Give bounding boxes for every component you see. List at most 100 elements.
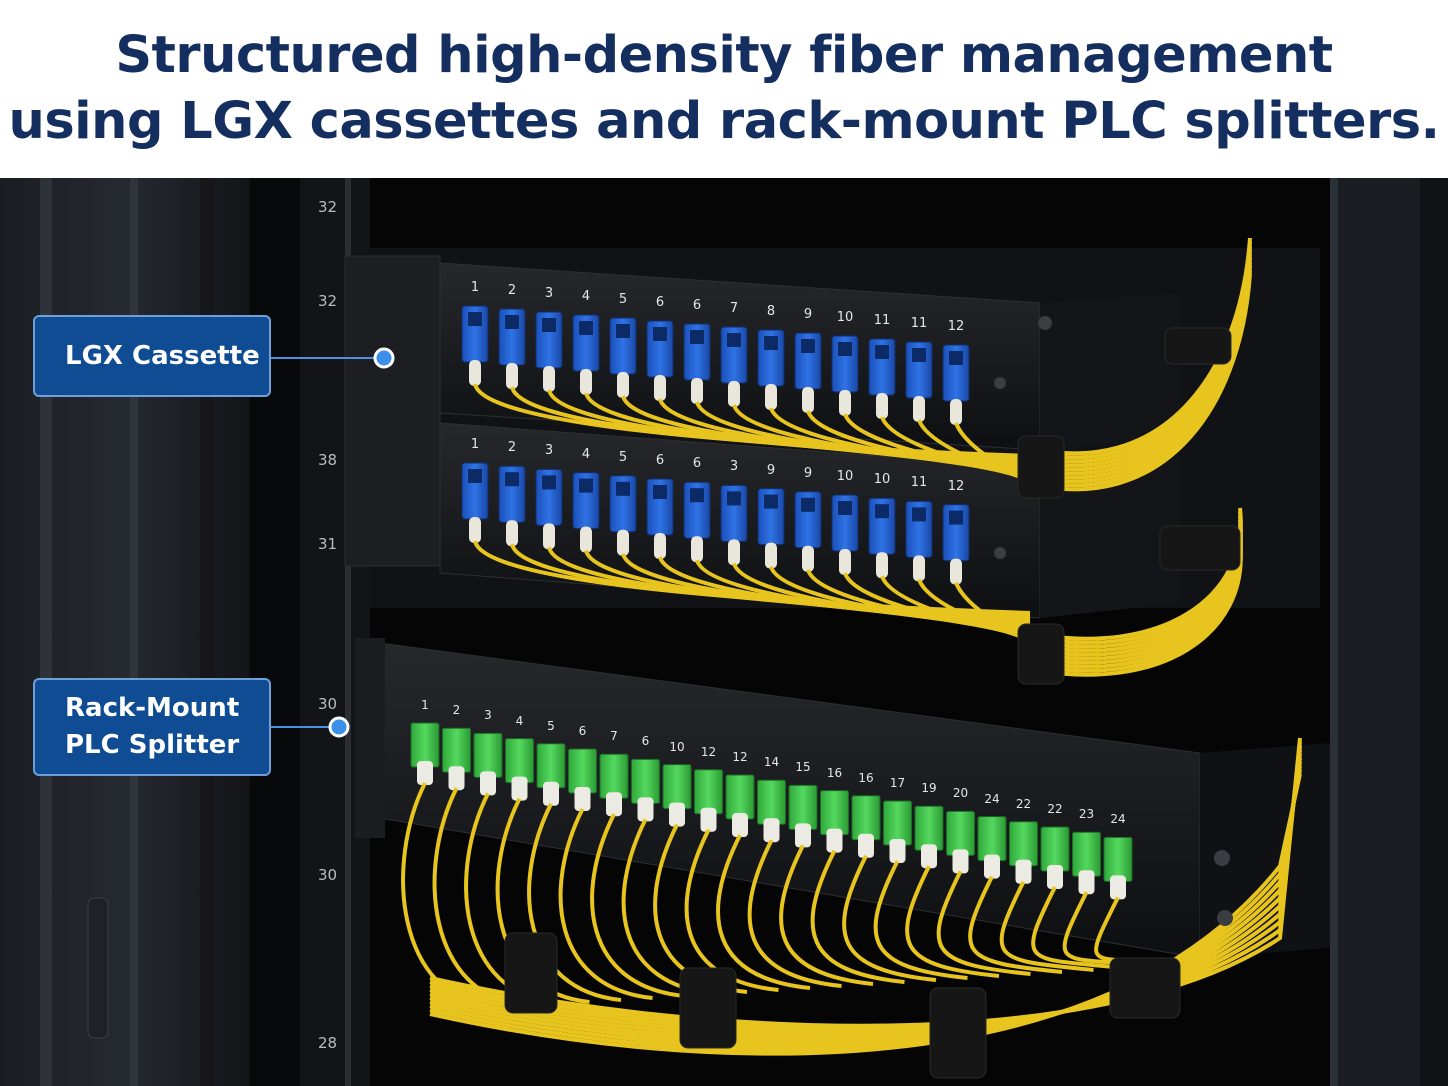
connector-boot — [606, 792, 622, 817]
panel-screw — [1214, 850, 1230, 866]
connector-boot — [469, 517, 481, 543]
connector-boot — [469, 360, 481, 386]
port-number-label: 6 — [692, 298, 702, 313]
connector-boot — [802, 545, 814, 572]
velcro-strap — [504, 932, 558, 1014]
fiber-bundle-strand — [429, 773, 1302, 1056]
door-hinge — [87, 897, 109, 1039]
connector-boot — [654, 533, 666, 559]
port-number-label: 8 — [766, 304, 776, 319]
fiber-patch-cord — [590, 813, 685, 998]
fiber-patch-cord — [917, 419, 1031, 482]
connector-boot — [795, 823, 811, 848]
sc-apc-adapter[interactable] — [820, 790, 849, 836]
sc-apc-adapter[interactable] — [473, 732, 503, 778]
fiber-bundle-strand — [1029, 273, 1252, 492]
sc-apc-adapter[interactable] — [631, 758, 660, 804]
port-number-label: 16 — [826, 765, 843, 780]
fiber-bundle-strand — [429, 753, 1302, 1040]
fiber-patch-cord — [842, 854, 937, 982]
connector-boot — [1015, 859, 1032, 884]
connector-boot — [580, 526, 592, 553]
fiber-bundle-strand — [429, 761, 1302, 1046]
lgx-top-ports — [461, 305, 1031, 484]
sc-apc-adapter[interactable] — [946, 810, 975, 856]
velcro-strap — [1017, 623, 1065, 685]
rack-unit-label: 32 — [318, 292, 338, 310]
port-number-label: 2 — [507, 283, 517, 298]
sc-apc-adapter[interactable] — [977, 816, 1007, 862]
callout-plc-splitter: Rack-Mount PLC Splitter — [33, 678, 271, 776]
sc-apc-adapter[interactable] — [1103, 836, 1133, 882]
port-number-label: 11 — [910, 316, 928, 331]
fiber-patch-cord — [999, 880, 1094, 972]
connector-boot — [543, 781, 559, 806]
fiber-bundle-strand — [429, 765, 1302, 1050]
connector-boot — [913, 555, 925, 582]
port-number-label: 12 — [732, 750, 748, 764]
title-banner: Structured high-density fiber management… — [0, 0, 1448, 178]
connector-boot — [617, 372, 629, 398]
fiber-bundle-strand — [429, 749, 1302, 1037]
panel-screw — [1217, 910, 1233, 926]
velcro-strap — [929, 987, 987, 1079]
sc-apc-adapter[interactable] — [1040, 826, 1070, 872]
port-number-label: 23 — [1078, 807, 1095, 822]
connector-boot — [448, 766, 465, 791]
sc-apc-adapter[interactable] — [914, 805, 944, 851]
port-number-label: 9 — [803, 307, 813, 322]
port-number-label: 7 — [610, 729, 618, 744]
panel-screw — [994, 377, 1006, 389]
sc-apc-adapter[interactable] — [1072, 831, 1101, 877]
sc-apc-adapter[interactable] — [505, 738, 534, 784]
sc-apc-adapter[interactable] — [1009, 821, 1038, 867]
sc-apc-adapter[interactable] — [410, 722, 440, 768]
port-number-label: 22 — [1015, 796, 1032, 811]
port-number-label: 24 — [984, 791, 1000, 806]
plc-leader-dot — [328, 716, 350, 738]
fiber-bundle-strand — [429, 741, 1302, 1031]
port-number-label: 12 — [700, 744, 717, 759]
fiber-bundle-strand — [1029, 543, 1243, 677]
port-number-label: 3 — [729, 459, 739, 475]
port-number-label: 5 — [547, 718, 555, 733]
rack-unit-label: 28 — [318, 1034, 338, 1052]
connector-boot — [580, 369, 592, 395]
sc-apc-adapter[interactable] — [568, 748, 597, 794]
sc-apc-adapter[interactable] — [788, 784, 818, 830]
sc-apc-adapter[interactable] — [694, 769, 723, 815]
port-number-label: 16 — [858, 770, 874, 785]
connector-boot — [984, 854, 1000, 879]
port-number-label: 9 — [803, 465, 813, 481]
fiber-patch-cord — [936, 870, 1031, 976]
port-number-label: 12 — [947, 319, 965, 334]
sc-apc-adapter[interactable] — [442, 727, 471, 773]
rack-unit-label: 32 — [318, 198, 338, 216]
port-number-label: 3 — [484, 708, 492, 723]
lgx-mount-ear — [344, 255, 441, 567]
fiber-patch-cord — [917, 578, 1031, 642]
fiber-patch-cord — [684, 828, 779, 992]
sc-apc-adapter[interactable] — [883, 800, 912, 846]
fiber-patch-cord — [558, 808, 653, 1000]
sc-apc-adapter[interactable] — [851, 795, 881, 841]
connector-boot — [728, 381, 740, 407]
sc-apc-adapter[interactable] — [662, 764, 692, 810]
fiber-patch-cord — [873, 860, 968, 980]
connector-boot — [637, 797, 654, 822]
callout-plc-line-2: PLC Splitter — [65, 730, 240, 760]
connector-boot — [617, 529, 629, 556]
sc-apc-adapter[interactable] — [725, 774, 755, 820]
sc-apc-adapter[interactable] — [757, 779, 786, 825]
sc-apc-adapter[interactable] — [599, 753, 629, 799]
sc-apc-adapter[interactable] — [536, 743, 566, 789]
rack-unit-label: 31 — [318, 535, 338, 553]
connector-boot — [765, 542, 777, 569]
connector-boot — [728, 539, 740, 566]
port-number-label: 2 — [452, 703, 461, 718]
port-number-label: 20 — [952, 786, 969, 801]
port-number-label: 4 — [581, 446, 591, 462]
connector-boot — [506, 363, 518, 389]
fiber-patch-cord — [716, 834, 811, 990]
